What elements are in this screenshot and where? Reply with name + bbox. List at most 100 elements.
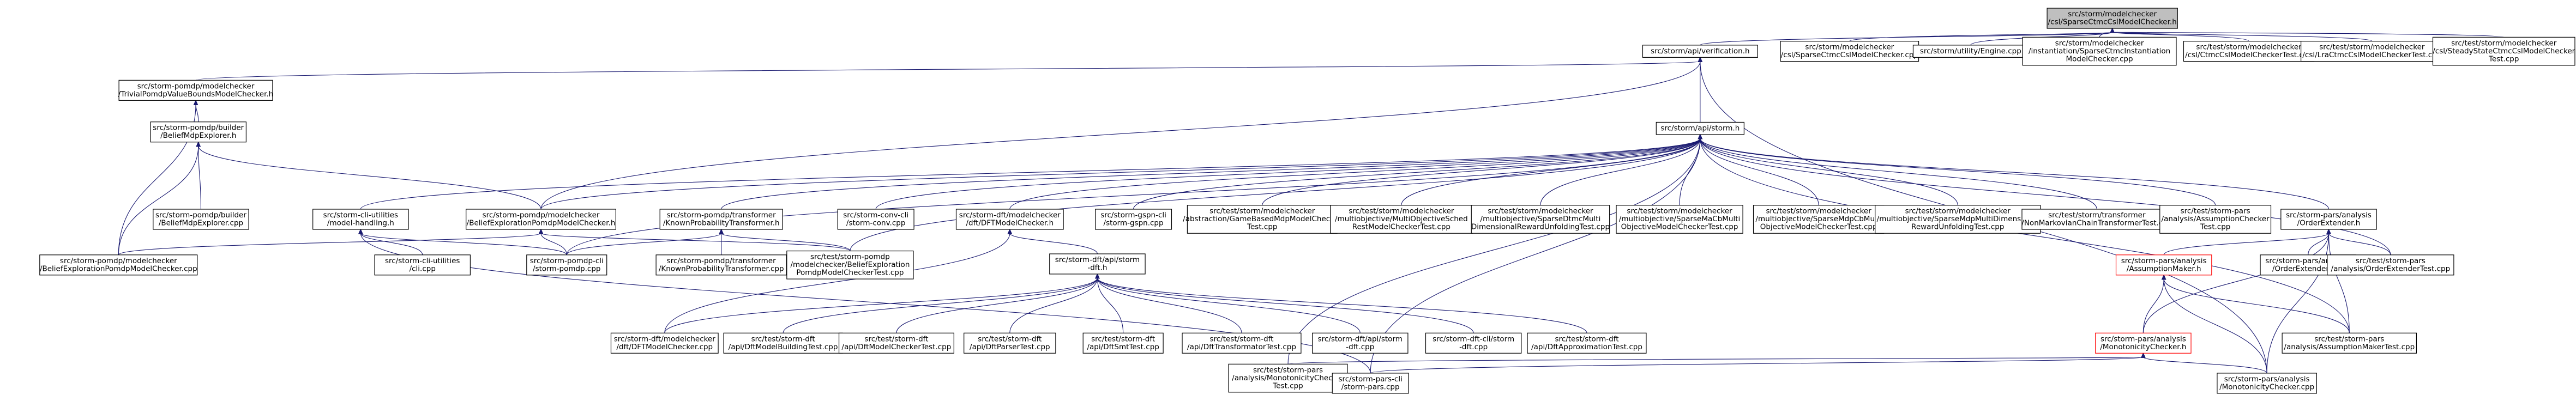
node-label-line: src/storm-dft/modelchecker: [959, 211, 1061, 220]
file-node-dftTrans[interactable]: src/test/storm-dft/api/DftTransformatorT…: [1182, 332, 1302, 354]
file-node-multiMdp[interactable]: src/test/storm/modelchecker/multiobjecti…: [1753, 205, 1885, 234]
file-node-steadyTest[interactable]: src/test/storm/modelchecker/csl/SteadySt…: [2432, 37, 2575, 66]
file-node-orderExt[interactable]: src/storm-pars/analysis/OrderExtender.h: [2280, 209, 2377, 230]
arrowhead: [1698, 57, 1703, 62]
file-node-dftParser[interactable]: src/test/storm-dft/api/DftParserTest.cpp: [964, 332, 1056, 354]
node-box: [526, 254, 607, 276]
node-label-line: /dft/DFTModelChecker.cpp: [616, 343, 713, 351]
node-label-line: src/test/storm/modelchecker: [1488, 207, 1593, 216]
node-label-line: src/test/storm-pars: [2314, 335, 2384, 343]
arrowhead: [719, 228, 724, 234]
node-label-line: src/storm/modelchecker: [1805, 43, 1894, 52]
edge-steadyTest-to-root: [2110, 27, 2505, 38]
file-node-pomdpCli[interactable]: src/storm-pomdp-cli/storm-pomdp.cpp: [526, 254, 607, 276]
file-node-dftSmt[interactable]: src/test/storm-dft/api/DftSmtTest.cpp: [1082, 332, 1164, 354]
file-node-builderCpp[interactable]: src/storm-pomdp/builder/BeliefMdpExplore…: [153, 209, 249, 230]
node-label-line: src/test/storm/modelchecker: [1905, 207, 2011, 216]
node-label-line: src/storm-pars-cli: [1338, 375, 1402, 384]
node-label-line: RestModelCheckerTest.cpp: [1352, 223, 1450, 232]
file-node-convCli[interactable]: src/storm-conv-cli/storm-conv.cpp: [837, 209, 914, 230]
node-box: [1753, 205, 1885, 234]
file-node-assumChecker[interactable]: src/test/storm-pars/analysis/AssumptionC…: [2159, 205, 2272, 234]
arrowhead: [1007, 228, 1013, 234]
file-node-knownH[interactable]: src/storm-pomdp/transformer/KnownProbabi…: [659, 209, 783, 230]
dependency-edges: [118, 27, 2505, 374]
file-node-multiMa[interactable]: src/test/storm/modelchecker/multiobjecti…: [1616, 205, 1743, 234]
file-node-beliefH[interactable]: src/storm-pomdp/modelchecker/BeliefExplo…: [466, 209, 616, 230]
node-box: [2095, 332, 2192, 354]
file-node-verif[interactable]: src/storm/api/verification.h: [1642, 45, 1758, 58]
file-node-trivial[interactable]: src/storm-pomdp/modelchecker/TrivialPomd…: [118, 80, 273, 101]
node-box: [1471, 205, 1610, 234]
file-node-dftMCtest[interactable]: src/test/storm-dft/api/DftModelCheckerTe…: [838, 332, 954, 354]
edge-pomdpCli-to-beliefH: [538, 228, 567, 255]
file-node-dftStorm[interactable]: src/storm-dft/api/storm-dft.h: [1049, 253, 1146, 275]
file-node-cliCpp[interactable]: src/storm-cli-utilities/cli.cpp: [374, 254, 471, 276]
node-label-line: /storm-pomdp.cpp: [533, 264, 600, 273]
arrowhead: [2161, 274, 2166, 280]
node-label-line: src/test/storm/modelchecker: [1766, 207, 1872, 216]
node-box: [1656, 121, 1744, 135]
node-label-line: Test.cpp: [1272, 381, 1303, 390]
node-label-line: -dft.h: [1087, 263, 1107, 272]
file-node-parsCli[interactable]: src/storm-pars-cli/storm-pars.cpp: [1332, 373, 1409, 394]
node-label-line: /storm-conv.cpp: [846, 218, 906, 227]
file-node-dftApiCpp[interactable]: src/storm-dft/api/storm-dft.cpp: [1312, 332, 1409, 354]
file-node-root[interactable]: src/storm/modelchecker/csl/SparseCtmcCsl…: [2047, 8, 2178, 29]
node-label-line: src/storm/utility/Engine.cpp: [1920, 47, 2021, 56]
file-node-monoTest[interactable]: src/test/storm-pars/analysis/Monotonicit…: [1228, 363, 1348, 393]
file-node-engine[interactable]: src/storm/utility/Engine.cpp: [1912, 45, 2029, 58]
file-node-abstrTest[interactable]: src/test/storm/modelchecker/abstraction/…: [1183, 205, 1342, 234]
file-node-multiCheck[interactable]: src/test/storm/modelchecker/multiobjecti…: [1330, 205, 1473, 234]
node-box: [153, 209, 249, 230]
file-node-multiDim[interactable]: src/test/storm/modelchecker/multiobjecti…: [1471, 205, 1610, 234]
edge-beliefCpp-to-beliefH: [118, 228, 544, 256]
edge-dftApiCpp-to-dftStorm: [1095, 273, 1361, 333]
edge-monoTest-to-monoH: [1287, 353, 2146, 364]
file-node-beliefTest[interactable]: src/test/storm-pomdp/modelchecker/Belief…: [786, 250, 914, 280]
arrowhead: [196, 141, 201, 147]
file-node-assumMakerTest[interactable]: src/test/storm-pars/analysis/AssumptionM…: [2282, 332, 2417, 354]
file-node-builder[interactable]: src/storm-pomdp/builder/BeliefMdpExplore…: [150, 121, 246, 143]
file-node-monoCpp[interactable]: src/storm-pars/analysis/MonotonicityChec…: [2217, 373, 2317, 394]
node-label-line: /csl/SparseCtmcCslModelChecker.h: [2048, 18, 2177, 27]
file-node-multiMdpDim[interactable]: src/test/storm/modelchecker/multiobjecti…: [1875, 205, 2041, 234]
file-node-dftApprox[interactable]: src/test/storm-dft/api/DftApproximationT…: [1527, 332, 1647, 354]
file-node-monoH[interactable]: src/storm-pars/analysis/MonotonicityChec…: [2095, 332, 2192, 354]
node-box: [2282, 332, 2417, 354]
file-node-nonMarkov[interactable]: src/test/storm/transformer/NonMarkovianC…: [2021, 209, 2172, 230]
file-node-dftCli[interactable]: src/storm-dft-cli/storm-dft.cpp: [1425, 332, 1522, 354]
node-label-line: /api/DftModelBuildingTest.cpp: [729, 343, 838, 351]
file-node-dftMCcpp[interactable]: src/storm-dft/modelchecker/dft/DFTModelC…: [610, 332, 719, 354]
node-label-line: /TrivialPomdpValueBoundsModelChecker.h: [118, 90, 273, 99]
file-node-dftBuild[interactable]: src/test/storm-dft/api/DftModelBuildingT…: [723, 332, 843, 354]
file-node-lraTest[interactable]: src/test/storm/modelchecker/csl/LraCtmcC…: [2301, 40, 2443, 62]
edge-multiCheck-to-stormh: [1401, 133, 1703, 205]
edge-parsCli-to-monoH: [1370, 353, 2146, 374]
node-box: [1332, 373, 1409, 394]
node-box: [2021, 209, 2172, 230]
file-node-orderExtTest[interactable]: src/test/storm-pars/analysis/OrderExtend…: [2327, 254, 2454, 276]
node-box: [2327, 254, 2454, 276]
node-box: [1527, 332, 1647, 354]
file-node-stormh[interactable]: src/storm/api/storm.h: [1656, 121, 1744, 135]
file-node-gspn[interactable]: src/storm-gspn-cli/storm-gspn.cpp: [1095, 209, 1172, 230]
edge-dftApprox-to-dftStorm: [1095, 273, 1587, 333]
file-node-instCtmc[interactable]: src/storm/modelchecker/instantiation/Spa…: [2022, 37, 2177, 66]
node-label-line: src/test/storm-dft: [978, 335, 1042, 343]
node-box: [1095, 209, 1172, 230]
file-node-dftMC[interactable]: src/storm-dft/modelchecker/dft/DFTModelC…: [955, 209, 1064, 230]
file-node-cliUtil[interactable]: src/storm-cli-utilities/model-handling.h: [312, 209, 409, 230]
file-node-assumMaker[interactable]: src/storm-pars/analysis/AssumptionMaker.…: [2115, 254, 2212, 276]
node-box: [659, 209, 783, 230]
edge-beliefTest-to-beliefH: [538, 228, 851, 252]
node-box: [2301, 40, 2443, 62]
file-node-cslTest[interactable]: src/test/storm/modelchecker/csl/CtmcCslM…: [2183, 40, 2315, 62]
file-node-cslSparseCpp[interactable]: src/storm/modelchecker/csl/SparseCtmcCsl…: [1780, 40, 1919, 62]
file-node-knownCpp[interactable]: src/storm-pomdp/transformer/KnownProbabi…: [655, 254, 787, 276]
node-box: [2047, 8, 2178, 29]
node-label-line: src/storm/modelchecker: [2068, 10, 2157, 19]
node-box: [610, 332, 719, 354]
node-label-line: /multiobjective/MultiObjectiveSched: [1335, 215, 1468, 223]
file-node-beliefCpp[interactable]: src/storm-pomdp/modelchecker/BeliefExplo…: [39, 254, 198, 276]
